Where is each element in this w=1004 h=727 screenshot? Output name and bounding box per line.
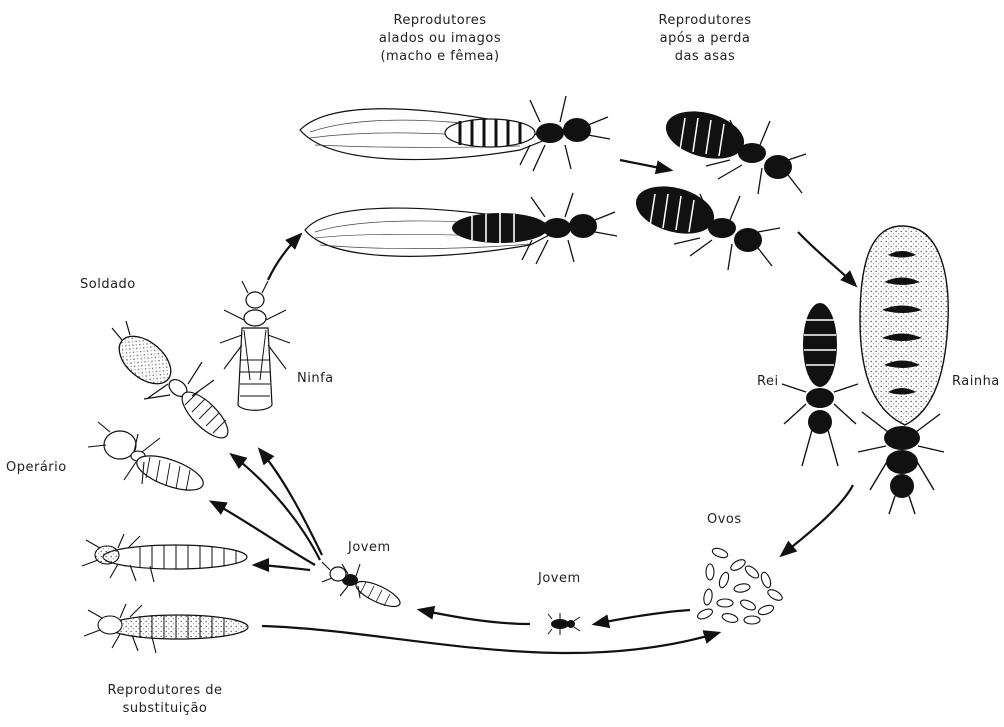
queen-label: Rainha xyxy=(952,373,1000,391)
dealated-label-line-1: Reprodutores xyxy=(658,12,751,30)
dealated-label-line-2: após a perda xyxy=(658,30,751,48)
arrow-young-to-replacement-top xyxy=(255,565,310,570)
replacement-reproductive-icon xyxy=(82,534,248,653)
arrow-young-to-young xyxy=(420,610,530,624)
young-termite-icon xyxy=(322,562,403,611)
arrow-nymph-to-winged xyxy=(268,235,300,280)
worker-label: Operário xyxy=(6,459,67,477)
replacement-reproductives-label: Reprodutores de substituição xyxy=(108,682,223,718)
young-right-label: Jovem xyxy=(538,570,581,588)
king-label: Rei xyxy=(757,373,779,391)
replacement-label-line-1: Reprodutores de xyxy=(108,682,223,700)
replacement-label-line-2: substituição xyxy=(108,700,223,718)
eggs-icon xyxy=(696,547,784,624)
young-center-label: Jovem xyxy=(348,539,391,557)
arrow-replacement-to-eggs xyxy=(262,626,718,653)
queen-termite-icon xyxy=(858,226,948,514)
soldier-icon xyxy=(110,321,234,445)
arrow-winged-to-dealated xyxy=(620,160,670,170)
dealated-termite-icon xyxy=(631,103,806,270)
arrow-queen-to-eggs xyxy=(782,485,853,555)
arrow-young-to-nymph xyxy=(260,450,322,555)
arrow-eggs-to-young xyxy=(595,610,690,624)
eggs-label: Ovos xyxy=(707,511,742,529)
dealated-label-line-3: das asas xyxy=(658,48,751,66)
arrow-dealated-to-queen xyxy=(798,232,855,285)
king-termite-icon xyxy=(782,303,858,466)
worker-icon xyxy=(88,422,207,497)
young-termite-icon xyxy=(548,613,580,635)
soldier-label: Soldado xyxy=(80,276,136,294)
winged-label-line-2: alados ou imagos xyxy=(379,30,501,48)
winged-label-line-1: Reprodutores xyxy=(379,12,501,30)
nymph-label: Ninfa xyxy=(297,370,334,388)
nymph-icon xyxy=(220,281,290,410)
winged-termite-icon xyxy=(300,96,617,264)
dealated-reproductives-label: Reprodutores após a perda das asas xyxy=(658,12,751,66)
winged-reproductives-label: Reprodutores alados ou imagos (macho e f… xyxy=(379,12,501,66)
winged-label-line-3: (macho e fêmea) xyxy=(379,48,501,66)
